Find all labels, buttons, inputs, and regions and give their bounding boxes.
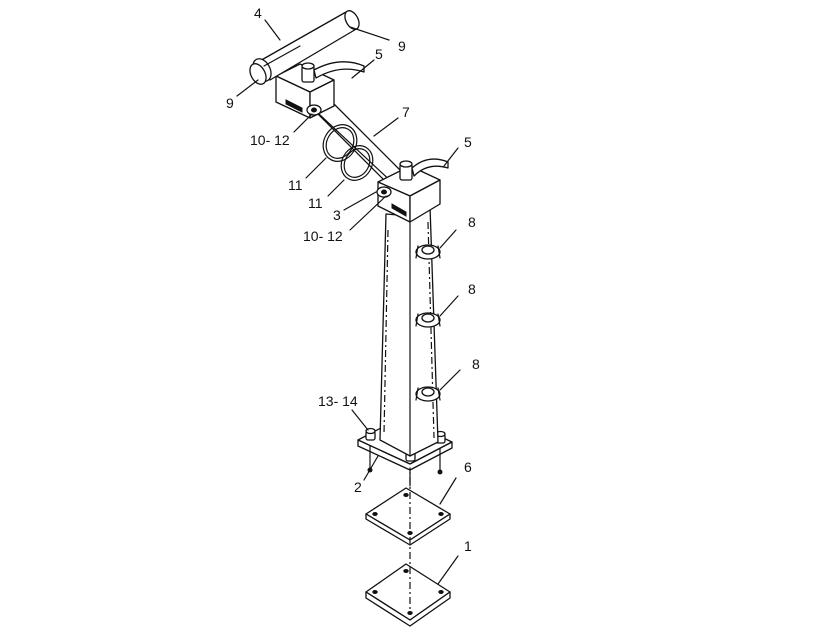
- callout-13-14: 13- 14: [318, 393, 358, 409]
- main-post: [379, 205, 439, 457]
- end-cap-left: [249, 63, 267, 85]
- cable-clamp-lower: [415, 386, 441, 402]
- callout-9-right: 9: [398, 38, 406, 54]
- callout-8-middle: 8: [468, 281, 476, 297]
- handle-upper: [301, 61, 365, 83]
- callout-11-lower: 11: [308, 195, 323, 211]
- base-plate: [365, 563, 451, 627]
- callout-4: 4: [254, 5, 262, 21]
- callout-8-upper: 8: [468, 214, 476, 230]
- callout-3: 3: [333, 207, 341, 223]
- callout-2: 2: [354, 479, 362, 495]
- cable-clamp-upper: [415, 244, 441, 260]
- retaining-ring-lower: [340, 145, 374, 181]
- callout-5-lower: 5: [464, 134, 472, 150]
- callout-1: 1: [464, 538, 472, 554]
- callout-labels: 4 9 5 9 7 10- 12 5 11 11 3 10- 12 8 8 8 …: [226, 5, 480, 554]
- retaining-ring-upper: [322, 124, 358, 162]
- leader-lines: [236, 19, 461, 585]
- callout-10-12-upper: 10- 12: [250, 132, 290, 148]
- callout-5-upper: 5: [375, 46, 383, 62]
- handle-lower: [399, 158, 449, 181]
- callout-10-12-lower: 10- 12: [303, 228, 343, 244]
- pin-lower: [376, 186, 392, 198]
- callout-8-lower: 8: [472, 356, 480, 372]
- shim-plate: [365, 487, 451, 546]
- washer-nut-upper: [306, 104, 322, 116]
- cable-clamp-middle: [415, 312, 441, 328]
- callout-6: 6: [464, 459, 472, 475]
- callout-7: 7: [402, 104, 410, 120]
- callout-11-upper: 11: [288, 177, 303, 193]
- callout-9-left: 9: [226, 95, 234, 111]
